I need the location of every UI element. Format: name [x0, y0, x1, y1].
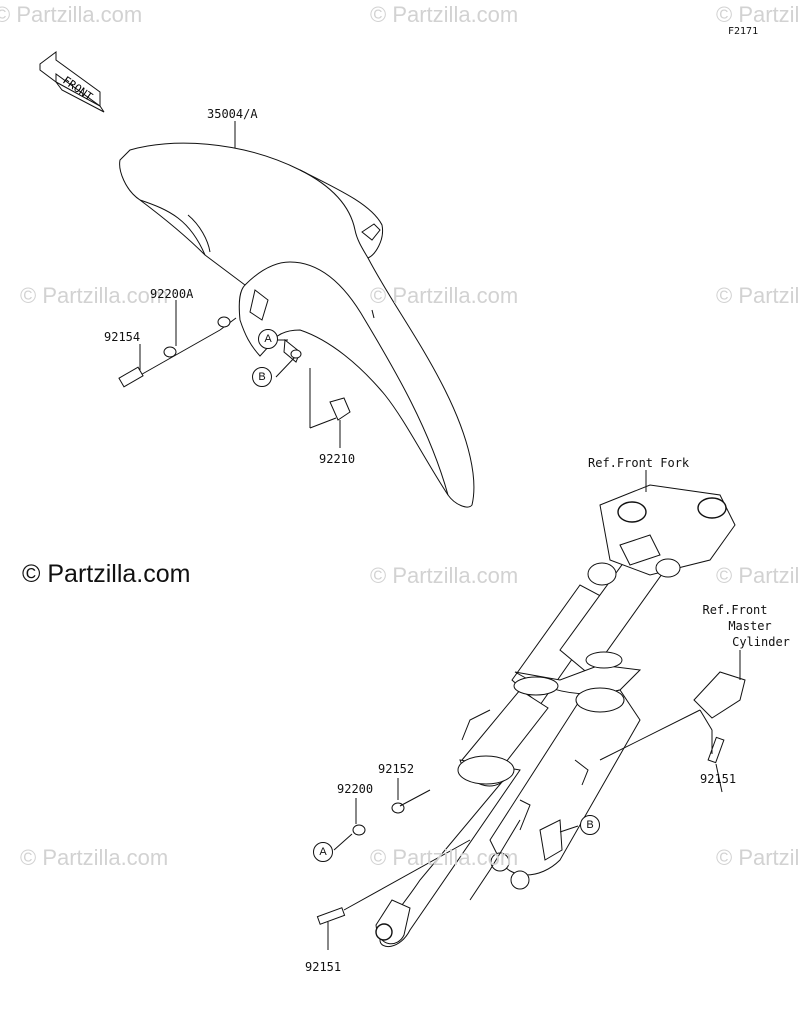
part-label-nut-clip: 92210: [319, 452, 356, 466]
watermark: © Partzilla.com: [716, 563, 800, 588]
part-label-bolt-clamp: 92151: [700, 772, 737, 786]
part-label-ref-fork: Ref.Front Fork: [588, 456, 690, 470]
part-label-ref-master-2: Master: [728, 619, 772, 633]
watermark-main: © Partzilla.com: [22, 560, 191, 588]
figure-id: F2171: [728, 26, 759, 37]
callout-b-upper: B: [252, 367, 272, 387]
front-arrow-icon: FRONT: [39, 51, 105, 113]
callout-a-upper: A: [258, 329, 278, 349]
watermark: © Partzilla.com: [20, 845, 169, 870]
callout-b-lower: B: [580, 815, 600, 835]
part-label-fender: 35004/A: [207, 107, 258, 121]
watermark: © Partzilla.com: [370, 845, 519, 870]
watermark: © Partzilla.com: [370, 563, 519, 588]
callout-a-lower: A: [313, 842, 333, 862]
front-fork-assembly: [375, 484, 736, 948]
part-label-washer-lower: 92200: [337, 782, 374, 796]
leader-lines: [234, 121, 647, 492]
part-label-bolt-lower: 92151: [305, 960, 342, 974]
part-label-collar: 92152: [378, 762, 415, 776]
front-fender: [119, 142, 475, 508]
watermark: © Partzilla.com: [20, 283, 169, 308]
watermark: © Partzilla.com: [370, 2, 519, 27]
part-label-ref-master-3: Cylinder: [732, 635, 790, 649]
part-label-ref-master-1: Ref.Front: [702, 603, 768, 617]
part-label-bolt-upper: 92154: [104, 330, 141, 344]
watermark: © Partzilla.com: [0, 2, 143, 27]
watermark: © Partzilla.com: [716, 2, 800, 27]
watermark: © Partzilla.com: [716, 845, 800, 870]
watermark: © Partzilla.com: [370, 283, 519, 308]
upper-fasteners: [118, 300, 351, 448]
part-label-washer-upper: 92200A: [150, 287, 194, 301]
lower-fasteners: [316, 650, 746, 950]
watermark: © Partzilla.com: [716, 283, 800, 308]
